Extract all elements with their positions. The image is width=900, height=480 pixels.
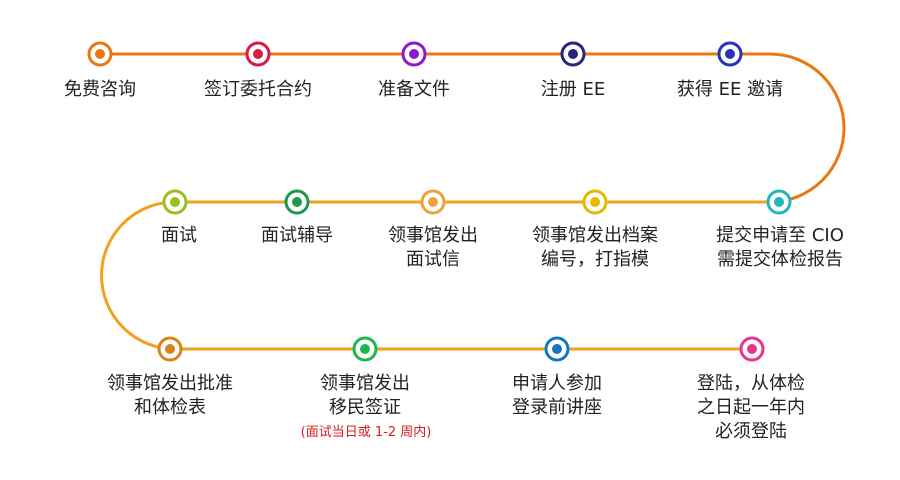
flow-path-middle xyxy=(100,200,780,351)
flow-path-top xyxy=(100,52,846,204)
step-node-dot-8 xyxy=(428,197,438,207)
step-label-line: 准备文件 xyxy=(378,79,450,100)
step-label-line: 面试辅导 xyxy=(261,225,333,246)
step-label-line: 签订委托合约 xyxy=(204,79,312,100)
step-node-dot-13 xyxy=(552,344,562,354)
step-label-2: 签订委托合约 xyxy=(173,78,343,102)
step-label-line: 登录前讲座 xyxy=(512,397,602,418)
step-label-line: 面试信 xyxy=(406,249,460,270)
step-node-dot-6 xyxy=(774,197,784,207)
step-label-line: 申请人参加 xyxy=(512,373,602,394)
step-label-12: 领事馆发出移民签证 xyxy=(280,372,450,420)
step-node-dot-10 xyxy=(170,197,180,207)
step-label-7: 领事馆发出档案编号，打指模 xyxy=(510,224,680,272)
step-label-line: 提交申请至 CIO xyxy=(716,225,844,246)
step-label-line: 需提交体检报告 xyxy=(717,249,843,270)
step-label-line: 必须登陆 xyxy=(715,421,787,442)
step-node-dot-4 xyxy=(568,49,578,59)
step-node-dot-14 xyxy=(747,344,757,354)
step-label-6: 提交申请至 CIO 需提交体检报告 xyxy=(695,224,865,272)
step-label-line: 注册 EE xyxy=(540,79,606,100)
step-node-dot-3 xyxy=(409,49,419,59)
step-label-line: 和体检表 xyxy=(134,397,206,418)
step-label-11: 领事馆发出批准和体检表 xyxy=(85,372,255,420)
step-node-dot-9 xyxy=(292,197,302,207)
step-label-10: 面试 xyxy=(94,224,264,248)
step-label-line: 移民签证 xyxy=(329,397,401,418)
step-label-14: 登陆，从体检之日起一年内必须登陆 xyxy=(666,372,836,444)
step-node-dot-12 xyxy=(360,344,370,354)
interview-timing-note: (面试当日或 1-2 周内) xyxy=(300,425,432,440)
step-label-line: 免费咨询 xyxy=(64,79,136,100)
step-node-dot-7 xyxy=(590,197,600,207)
step-label-line: 之日起一年内 xyxy=(697,397,805,418)
step-node-dot-11 xyxy=(165,344,175,354)
step-label-line: 领事馆发出 xyxy=(388,225,478,246)
step-label-line: 领事馆发出档案 xyxy=(532,225,658,246)
step-label-line: 编号，打指模 xyxy=(541,249,649,270)
step-label-line: 领事馆发出 xyxy=(320,373,410,394)
step-node-dot-1 xyxy=(95,49,105,59)
step-node-dot-5 xyxy=(725,49,735,59)
step-label-8: 领事馆发出面试信 xyxy=(348,224,518,272)
step-nodes xyxy=(87,41,792,362)
step-label-13: 申请人参加登录前讲座 xyxy=(472,372,642,420)
step-label-1: 免费咨询 xyxy=(15,78,185,102)
step-label-4: 注册 EE xyxy=(488,78,658,102)
step-label-line: 获得 EE 邀请 xyxy=(676,79,784,100)
step-label-9: 面试辅导 xyxy=(212,224,382,248)
step-label-3: 准备文件 xyxy=(329,78,499,102)
step-label-5: 获得 EE 邀请 xyxy=(645,78,815,102)
step-label-line: 领事馆发出批准 xyxy=(107,373,233,394)
step-node-dot-2 xyxy=(253,49,263,59)
step-label-line: 面试 xyxy=(161,225,197,246)
step-label-line: 登陆，从体检 xyxy=(697,373,805,394)
